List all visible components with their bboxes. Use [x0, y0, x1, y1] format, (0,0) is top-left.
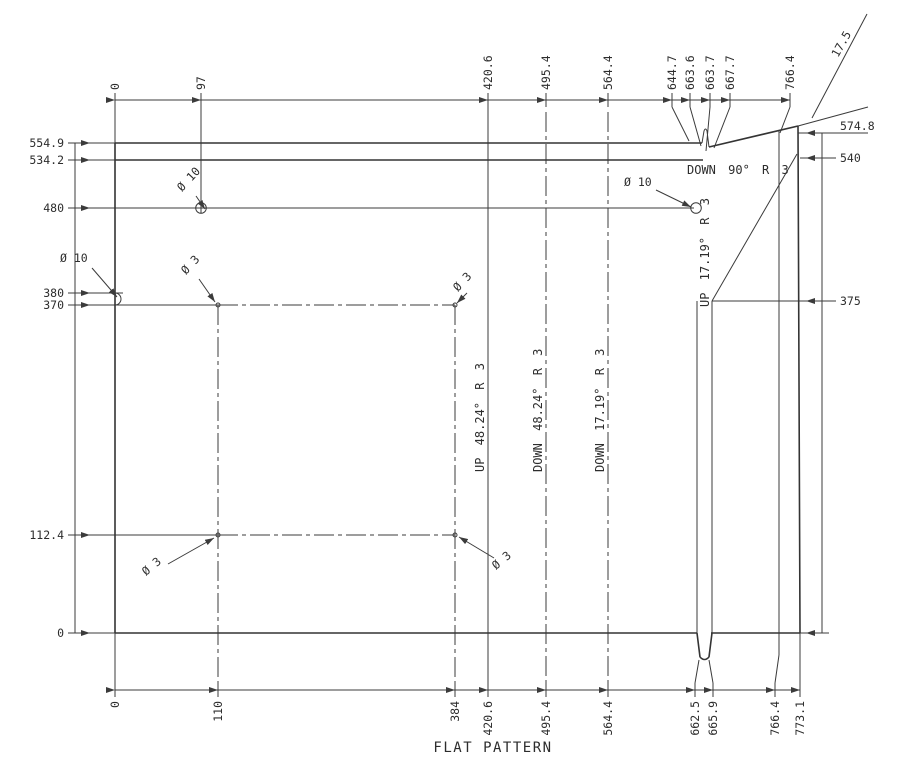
dim-label: 0 [108, 701, 122, 708]
left-ticks [68, 142, 82, 634]
top-dimension-row: 0 97 420.6 495.4 564.4 644.7 663.6 663.7… [108, 55, 797, 90]
bend-label: UP 17.19° R 3 [698, 198, 712, 307]
right-dimension-column: 574.8 540 375 17.5 [828, 28, 874, 308]
dim-label: 380 [43, 286, 64, 300]
dim-label: 420.6 [481, 55, 495, 90]
dim-label: 663.6 [683, 55, 697, 90]
right-arrows [806, 130, 815, 636]
dim-label: 420.6 [481, 701, 495, 736]
dim-label: 766.4 [783, 55, 797, 90]
bend-label: DOWN 48.24° R 3 [531, 349, 545, 472]
dim-label: 663.7 [703, 55, 717, 90]
dim-label: 564.4 [601, 55, 615, 90]
bend-label: DOWN 90° R 3 [687, 163, 789, 177]
dim-label: 540 [840, 151, 861, 165]
hole-label: Ø 10 [624, 175, 652, 189]
hole-label: Ø 3 [489, 548, 514, 572]
leader-line [167, 537, 215, 565]
bottom-dimension-row: 0 110 384 420.6 495.4 564.4 662.5 665.9 … [108, 701, 807, 736]
part-outline-path [114, 125, 801, 661]
dim-label: 667.7 [723, 55, 737, 90]
hole-10-mark [690, 202, 702, 214]
bend-lines [217, 112, 609, 683]
caption-text: FLAT PATTERN [433, 740, 552, 756]
leader-line [195, 195, 206, 210]
leader-line [91, 267, 118, 298]
dim-label: 665.9 [706, 701, 720, 736]
bend-annotations: UP 48.24° R 3 DOWN 48.24° R 3 DOWN 17.19… [473, 163, 789, 472]
leader-line [456, 292, 468, 304]
dim-label: 773.1 [793, 701, 807, 736]
dim-label: 97 [194, 76, 208, 90]
hole-leaders [91, 189, 692, 565]
dim-label: 564.4 [601, 701, 615, 736]
dim-label: 495.4 [539, 55, 553, 90]
dim-label: 112.4 [29, 528, 64, 542]
hole-label: Ø 10 [60, 251, 88, 265]
bottom-arrows [106, 687, 800, 693]
part-outline [114, 125, 801, 661]
hole-label: Ø 3 [450, 269, 474, 294]
dim-label: 384 [448, 701, 462, 722]
bend-label: UP 48.24° R 3 [473, 363, 487, 472]
dim-label: 110 [211, 701, 225, 722]
dimension-arrows [81, 97, 815, 693]
bend-line-set [217, 112, 609, 683]
top-arrows [106, 97, 790, 103]
hole-annotations: Ø 10 Ø 10 Ø 10 Ø 3 Ø 3 Ø 3 Ø 3 [60, 164, 652, 578]
dim-label: 495.4 [539, 701, 553, 736]
hole-label: Ø 3 [178, 252, 202, 277]
bend-label: DOWN 17.19° R 3 [593, 349, 607, 472]
dim-label: 480 [43, 201, 64, 215]
dim-label: 766.4 [768, 701, 782, 736]
hole-label: Ø 3 [139, 554, 164, 578]
dim-label: 0 [108, 83, 122, 90]
leader-line [458, 536, 495, 559]
left-dimension-column: 554.9 534.2 480 380 370 112.4 0 [29, 136, 64, 640]
leader-line [655, 189, 692, 208]
hole-label: Ø 10 [174, 164, 203, 194]
dim-label: 574.8 [840, 119, 875, 133]
extension-line-set [74, 13, 869, 691]
right-ticks [815, 132, 829, 634]
dim-label: 0 [57, 626, 64, 640]
angle-dim-label: 17.5 [828, 28, 854, 59]
leader-line [198, 278, 216, 303]
dim-label: 662.5 [688, 701, 702, 736]
dim-label: 644.7 [665, 55, 679, 90]
extension-lines [74, 13, 869, 691]
dim-label: 370 [43, 298, 64, 312]
dim-label: 534.2 [29, 153, 64, 167]
left-arrows [81, 140, 90, 636]
dim-label: 375 [840, 294, 861, 308]
dim-label: 554.9 [29, 136, 64, 150]
